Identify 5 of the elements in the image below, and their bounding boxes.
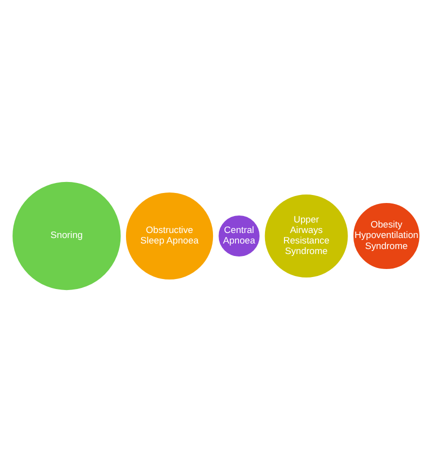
node-circle: Snoring (11, 180, 122, 292)
node-circle: Central Apnoea (217, 214, 261, 258)
node-circle: Obesity Hypoventilation Syndrome (352, 202, 421, 270)
node-circle: Obstructive Sleep Apnoea (124, 191, 214, 281)
node-circle: Upper Airways Resistance Syndrome (264, 193, 349, 279)
